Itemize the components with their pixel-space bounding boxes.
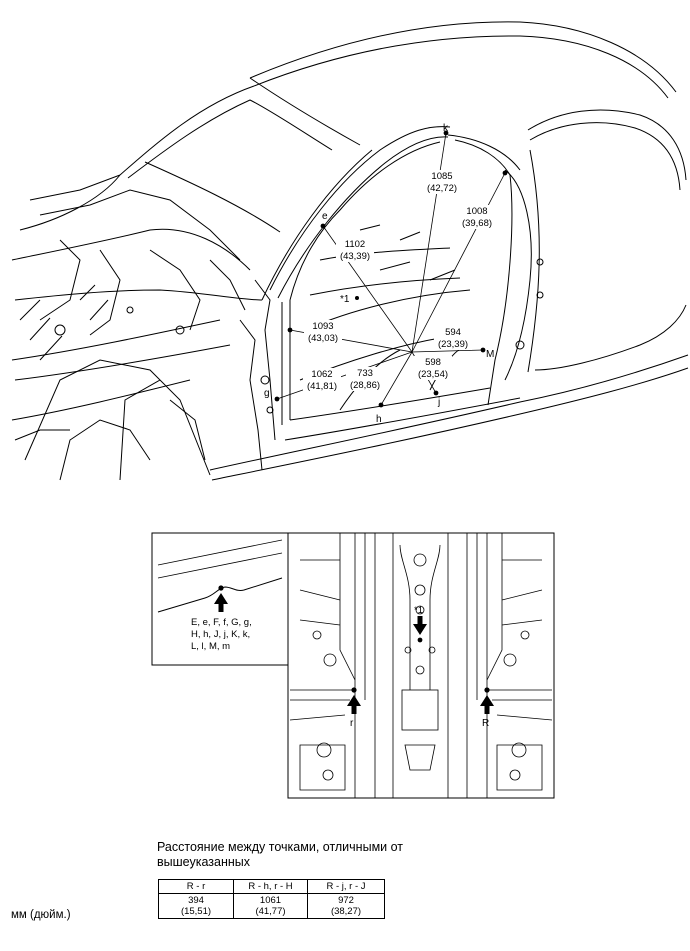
- detail-point-list-1: E, e, F, f, G, g,: [191, 617, 252, 628]
- table-caption: Расстояние между точками, отличными от в…: [157, 840, 457, 870]
- table-header-row: R - r R - h, r - H R - j, r - J: [158, 879, 385, 894]
- floor-point-r-dot: [351, 687, 357, 693]
- detail-point-list-2: H, h, J, j, K, k,: [191, 629, 250, 640]
- measure-k-mm: 1085: [431, 171, 452, 182]
- table-mm-value: 394: [188, 895, 204, 906]
- measure-b-inch: (39,68): [462, 218, 492, 229]
- distance-table: R - r R - h, r - H R - j, r - J 394 (15,…: [158, 879, 385, 919]
- measure-e-inch: (43,39): [340, 251, 370, 262]
- measure-h-mm: 733: [357, 368, 373, 379]
- units-label: мм (дюйм.): [11, 909, 71, 921]
- table-mm-value: 1061: [259, 895, 282, 906]
- floor-view: *1 r R: [287, 532, 555, 799]
- car-body-drawing: [11, 21, 689, 481]
- measurement-points: [274, 130, 508, 408]
- point-label-g: g: [264, 388, 270, 399]
- table-row: 394 (15,51) 1061 (41,77) 972 (38,27): [158, 893, 385, 919]
- floor-center-point: [417, 637, 423, 643]
- table-caption-line-1: Расстояние между точками, отличными от: [157, 840, 404, 854]
- measure-j-mm: 598: [425, 357, 441, 368]
- up-arrow-icon: [214, 593, 228, 612]
- table-inch-value: (15,51): [180, 906, 212, 917]
- down-arrow-icon: [413, 616, 427, 635]
- measure-f-inch: (43,03): [308, 333, 338, 344]
- table-header-cell: R - r: [158, 879, 234, 894]
- up-arrow-icon: [480, 695, 494, 714]
- table-header-cell: R - h, r - H: [233, 879, 308, 894]
- up-arrow-icon: [347, 695, 361, 714]
- floor-point-R-dot: [484, 687, 490, 693]
- detail-inset: E, e, F, f, G, g, H, h, J, j, K, k, L, l…: [151, 532, 289, 666]
- table-inch-value: (38,27): [330, 906, 362, 917]
- table-value-cell: 394 (15,51): [158, 893, 234, 919]
- measure-g-mm: 1062: [311, 369, 332, 380]
- point-label-m: M: [486, 349, 494, 360]
- point-label-e: e: [322, 211, 328, 222]
- measure-f-mm: 1093: [312, 321, 333, 332]
- table-value-cell: 972 (38,27): [307, 893, 385, 919]
- measure-m-mm: 594: [445, 327, 461, 338]
- measurement-labels: 1085 (42,72) 1008 (39,68) 1102 (43,39) 1…: [303, 170, 496, 392]
- floor-point-r-label: r: [350, 718, 354, 729]
- point-label-j: j: [437, 397, 440, 408]
- measure-b-mm: 1008: [466, 206, 487, 217]
- table-value-cell: 1061 (41,77): [233, 893, 308, 919]
- measure-g-inch: (41,81): [307, 381, 337, 392]
- floor-point-R-label: R: [482, 718, 489, 729]
- table-caption-line-2: вышеуказанных: [157, 855, 250, 869]
- measure-j-inch: (23,54): [418, 369, 448, 380]
- detail-point-list-3: L, l, M, m: [191, 641, 230, 652]
- marker-star-1: *1: [340, 294, 350, 305]
- detail-point-dot: [218, 585, 224, 591]
- measure-k-inch: (42,72): [427, 183, 457, 194]
- floor-marker-star-1: *1: [414, 605, 423, 616]
- measure-h-inch: (28,86): [350, 380, 380, 391]
- measurement-lines: [276, 132, 506, 406]
- table-inch-value: (41,77): [255, 906, 286, 917]
- table-header-cell: R - j, r - J: [307, 879, 385, 894]
- measure-m-inch: (23,39): [438, 339, 468, 350]
- table-mm-value: 972: [338, 895, 354, 906]
- point-label-h: h: [376, 414, 382, 425]
- measure-e-mm: 1102: [345, 239, 365, 250]
- point-label-k: k: [443, 123, 449, 134]
